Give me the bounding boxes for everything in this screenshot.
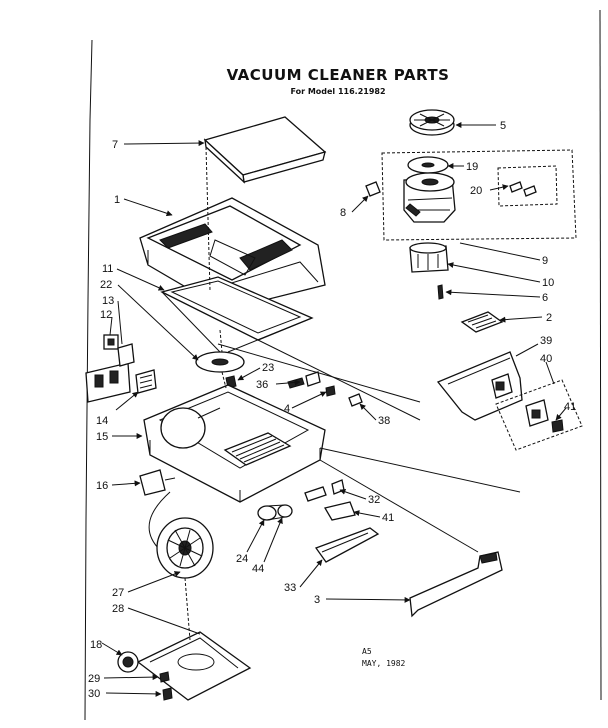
part-32-spring [304, 479, 345, 502]
callout-42: 41 [382, 512, 394, 524]
callout-numbers: 7 1 11 22 13 12 14 15 16 27 28 18 29 30 … [88, 120, 576, 700]
callout-41: 41 [564, 401, 576, 413]
part-42-latch [323, 501, 356, 521]
callout-8: 8 [340, 207, 346, 219]
callout-12: 12 [100, 309, 112, 321]
callout-14: 14 [96, 415, 108, 427]
callout-5: 5 [500, 120, 506, 132]
left-margin-line [84, 39, 93, 721]
part-3-bracket [409, 551, 503, 618]
callout-39: 39 [540, 335, 552, 347]
part-10-mount [409, 242, 449, 273]
part-28-bottom-plate [136, 631, 252, 701]
part-38-bumper [348, 393, 363, 407]
part-9-motor-box [381, 149, 577, 241]
callout-33: 33 [284, 582, 296, 594]
callout-29: 29 [88, 673, 100, 685]
part-7-lid [203, 116, 327, 184]
callout-27: 27 [112, 587, 124, 599]
part-15-base [143, 384, 326, 503]
callout-19: 19 [466, 161, 478, 173]
part-39-bag [436, 351, 523, 421]
diagram-subtitle: For Model 116.21982 [290, 87, 385, 96]
part-16-plug [139, 469, 176, 496]
part-6-screw [437, 284, 444, 300]
callout-15: 15 [96, 431, 108, 443]
callout-16: 16 [96, 480, 108, 492]
part-5-fan [409, 109, 455, 136]
part-33-handle [314, 527, 380, 563]
part-4-clip [325, 385, 336, 397]
callout-40: 40 [540, 353, 552, 365]
callout-1: 1 [114, 194, 120, 206]
callout-18: 18 [90, 639, 102, 651]
callout-3: 3 [314, 594, 320, 606]
part-19-motor [403, 156, 456, 223]
part-22-ring [195, 351, 245, 373]
callout-24: 24 [236, 553, 248, 565]
part-12-switch [103, 334, 119, 350]
callout-36: 36 [256, 379, 268, 391]
callout-7: 7 [112, 139, 118, 151]
part-2-filter [460, 311, 504, 333]
part-8-bushing [365, 181, 381, 197]
part-27-cord-reel [148, 491, 214, 579]
assembly-guides [161, 146, 521, 641]
callout-44: 44 [252, 563, 264, 575]
callout-30: 30 [88, 688, 100, 700]
callout-22: 22 [100, 279, 112, 291]
footer-date: MAY, 1982 [362, 659, 406, 668]
callout-9: 9 [542, 255, 548, 267]
callout-13: 13 [102, 295, 114, 307]
diagram-title: VACUUM CLEANER PARTS [227, 66, 450, 84]
callout-23: 23 [262, 362, 274, 374]
part-20-box [497, 165, 558, 207]
callout-leaders [101, 122, 567, 697]
callout-2: 2 [546, 312, 552, 324]
callout-32: 32 [368, 494, 380, 506]
callout-28: 28 [112, 603, 124, 615]
part-29-screw [159, 671, 170, 683]
footer-code: A5 [362, 647, 372, 656]
part-18-roller [117, 651, 139, 673]
callout-6: 6 [542, 292, 548, 304]
part-24-wheel [257, 504, 293, 521]
callout-10: 10 [542, 277, 554, 289]
callout-20: 20 [470, 185, 482, 197]
part-14-switch [135, 369, 157, 394]
part-30-screw [162, 687, 173, 701]
callout-4: 4 [284, 403, 290, 415]
part-41-clip [551, 419, 564, 433]
part-1-top-housing [139, 197, 326, 311]
part-40-collar [525, 399, 549, 427]
right-margin-line [599, 9, 602, 701]
part-40-box [495, 379, 583, 451]
part-20-brushes [509, 181, 537, 197]
part-13-switch-plate [85, 343, 135, 403]
part-36-bracket [287, 371, 321, 389]
callout-38: 38 [378, 415, 390, 427]
callout-11: 11 [102, 263, 113, 275]
